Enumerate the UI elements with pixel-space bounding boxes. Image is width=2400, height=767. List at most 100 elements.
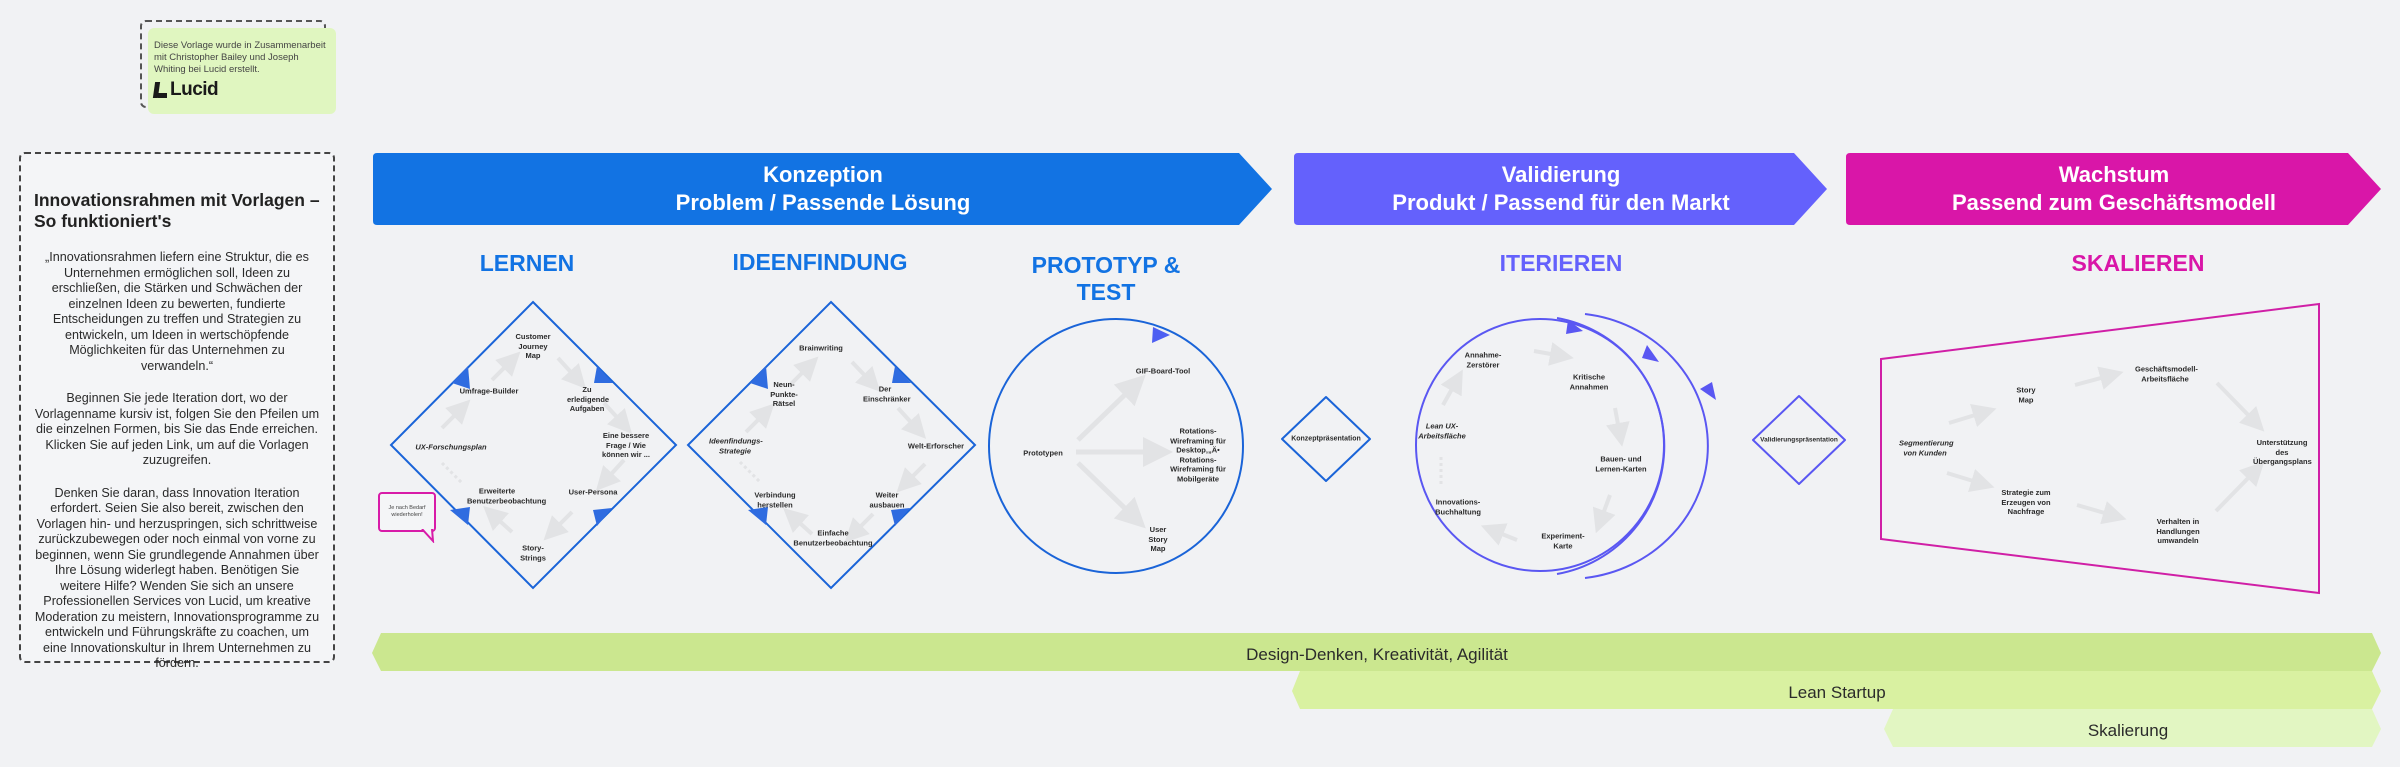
phase-validierung-title: Validierung [1501,162,1621,187]
band-design-denken [372,633,2381,671]
node-gif-board-tool[interactable]: GIF-Board-Tool [1135,366,1191,376]
flow-arrow [850,360,881,392]
node-einfache-benutzerbeobachtung[interactable]: Einfache Benutzerbeobachtung [793,528,873,548]
flow-arrow [1606,407,1630,447]
flow-arrow [788,356,819,387]
flow-arrow [2214,461,2265,513]
node-customer-journey-map[interactable]: Customer Journey Map [515,331,551,360]
section-title-iterieren: ITERIEREN [1499,250,1623,276]
validierungspraesentation-diamond[interactable] [1752,395,1846,485]
flow-arrow [1533,342,1574,366]
flow-arrow [1076,461,1146,529]
phase-wachstum-subtitle: Passend zum Geschäftsmodell [1952,190,2276,215]
prototyp-circle [988,318,1244,574]
prototyp-arrowhead [1152,327,1170,343]
lernen-diamond [389,300,678,590]
node-ideenfindungs-strategie[interactable]: Ideenfindungs-Strategie [709,436,763,456]
node-geschaeftsmodell-arbeitsflaeche[interactable]: Geschäftsmodell-Arbeitsfläche [2135,364,2198,384]
node-neun-punkte-raetsel[interactable]: Neun-Punkte-Rätsel [770,379,798,408]
node-umfrage-builder[interactable]: Umfrage-Builder [459,386,519,396]
repeat-arrow [440,461,464,485]
node-erweiterte-benutzerbeobachtung[interactable]: Erweiterte Benutzerbeobachtung [467,486,547,506]
flow-arrow [595,458,626,491]
flow-arrow [1076,374,1146,442]
flow-arrow [1440,369,1463,406]
flow-arrow [896,462,927,493]
band-skalierung [1884,709,2381,747]
flow-arrow [483,505,514,534]
node-welt-erforscher[interactable]: Welt-Erforscher [907,441,965,451]
flow-arrow [744,403,775,434]
band-skalierung-label: Skalierung [2087,721,2169,740]
callout-tail [421,529,435,543]
lucid-logo-text: Lucid [170,79,219,100]
iterieren-circle-2 [1556,317,1666,575]
flow-arrow [602,401,633,434]
instructions-panel: Innovationsrahmen mit Vorlagen – So funk… [19,152,335,670]
flow-arrow [440,399,471,430]
konzeptpraesentation-label[interactable]: Konzeptpräsentation [1291,435,1361,443]
flow-arrow [1480,523,1518,546]
node-verbindung-herstellen[interactable]: Verbindung herstellen [754,490,796,510]
phase-konzeption-subtitle: Problem / Passende Lösung [675,190,971,215]
ideenfindung-arrowhead [750,366,768,389]
node-eine-bessere-frage[interactable]: Eine bessere Frage / Wie können wir ... [602,430,650,459]
instructions-paragraph-3: Denken Sie daran, dass Innovation Iterat… [34,485,320,671]
lucid-logo[interactable]: Lucid [154,79,328,100]
lernen-arrowhead [450,507,470,525]
node-zu-erledigende-aufgaben[interactable]: Zu erledigende Aufgaben [567,384,610,413]
flow-arrow [783,507,814,536]
lucid-logo-icon [154,82,167,98]
node-lean-ux-arbeitsflaeche[interactable]: Lean UX-Arbeitsfläche [1418,421,1466,441]
ideenfindung-arrowhead [892,366,911,383]
node-verhalten-in-handlungen[interactable]: Verhalten in Handlungen umwandeln [2156,516,2200,545]
node-user-story-map[interactable]: User Story Map [1148,524,1168,553]
flow-arrow [556,356,587,389]
instructions-paragraph-2: Beginnen Sie jede Iteration dort, wo der… [34,391,320,467]
phase-wachstum: Wachstum Passend zum Geschäftsmodell [1846,153,2382,225]
node-user-persona[interactable]: User-Persona [568,487,618,497]
instructions-paragraph-1: „Innovationsrahmen liefern eine Struktur… [45,250,309,373]
flow-arrow [490,351,521,382]
node-bauen-und-lernen-karten[interactable]: Bauen- und Lernen-Karten [1595,454,1647,474]
node-experiment-karte[interactable]: Experiment-Karte [1541,531,1585,551]
flow-arrow [2215,381,2265,432]
band-design-denken-label: Design-Denken, Kreativität, Agilität [1246,645,1508,664]
lernen-arrowhead [452,366,470,389]
ideenfindung-arrowhead [748,507,768,525]
node-unterstuetzung-des-uebergangsplans[interactable]: Unterstützung des Übergangsplans [2253,437,2312,466]
repeat-arrow [738,460,762,484]
node-innovations-buchhaltung[interactable]: Innovations-Buchhaltung [1435,497,1481,517]
iterieren-arrowhead [1642,345,1659,362]
node-prototypen[interactable]: Prototypen [1023,448,1063,458]
node-rotations-wireframing[interactable]: Rotations-Wireframing für Desktop‚„Ä• Ro… [1170,426,1226,484]
node-ux-forschungsplan[interactable]: UX-Forschungsplan [415,442,487,452]
credit-note: Diese Vorlage wurde in Zusammenarbeit mi… [148,28,336,114]
konzeptpraesentation-diamond[interactable] [1281,396,1371,482]
flow-arrow [1948,404,1997,427]
node-segmentierung-von-kunden[interactable]: Segmentierung von Kunden [1899,438,1954,458]
band-lean-startup-label: Lean Startup [1788,683,1886,702]
flow-arrow [2076,501,2127,525]
node-der-einschraenker[interactable]: Der Einschränker [863,384,911,404]
node-story-map[interactable]: Story Map [2016,385,2036,405]
ideenfindung-arrowhead [891,508,910,526]
section-title-lernen: LERNEN [479,250,575,276]
node-kritische-annahmen[interactable]: Kritische Annahmen [1569,372,1609,392]
phase-validierung-subtitle: Produkt / Passend für den Markt [1392,190,1730,215]
node-weiter-ausbauen[interactable]: Weiter ausbauen [869,490,905,510]
node-story-strings[interactable]: Story-Strings [520,543,546,563]
iterieren-circle-1 [1415,318,1665,572]
repeat-callout: Je nach Bedarf wiederholen! [378,492,436,532]
flow-arrow [1946,469,1995,492]
node-annahme-zerstoerer[interactable]: Annahme-Zerstörer [1464,350,1502,370]
credit-text: Diese Vorlage wurde in Zusammenarbeit mi… [154,40,326,75]
node-brainwriting[interactable]: Brainwriting [799,343,843,353]
section-title-ideenfindung: IDEENFINDUNG [732,249,908,275]
ideenfindung-diamond [686,300,977,590]
flow-arrow [896,406,927,439]
validierungspraesentation-label[interactable]: Validierungspräsentation [1760,436,1838,444]
iterieren-arrowhead [1566,320,1583,334]
node-strategie-erzeugen-nachfrage[interactable]: Strategie zum Erzeugen von Nachfrage [2001,487,2051,516]
